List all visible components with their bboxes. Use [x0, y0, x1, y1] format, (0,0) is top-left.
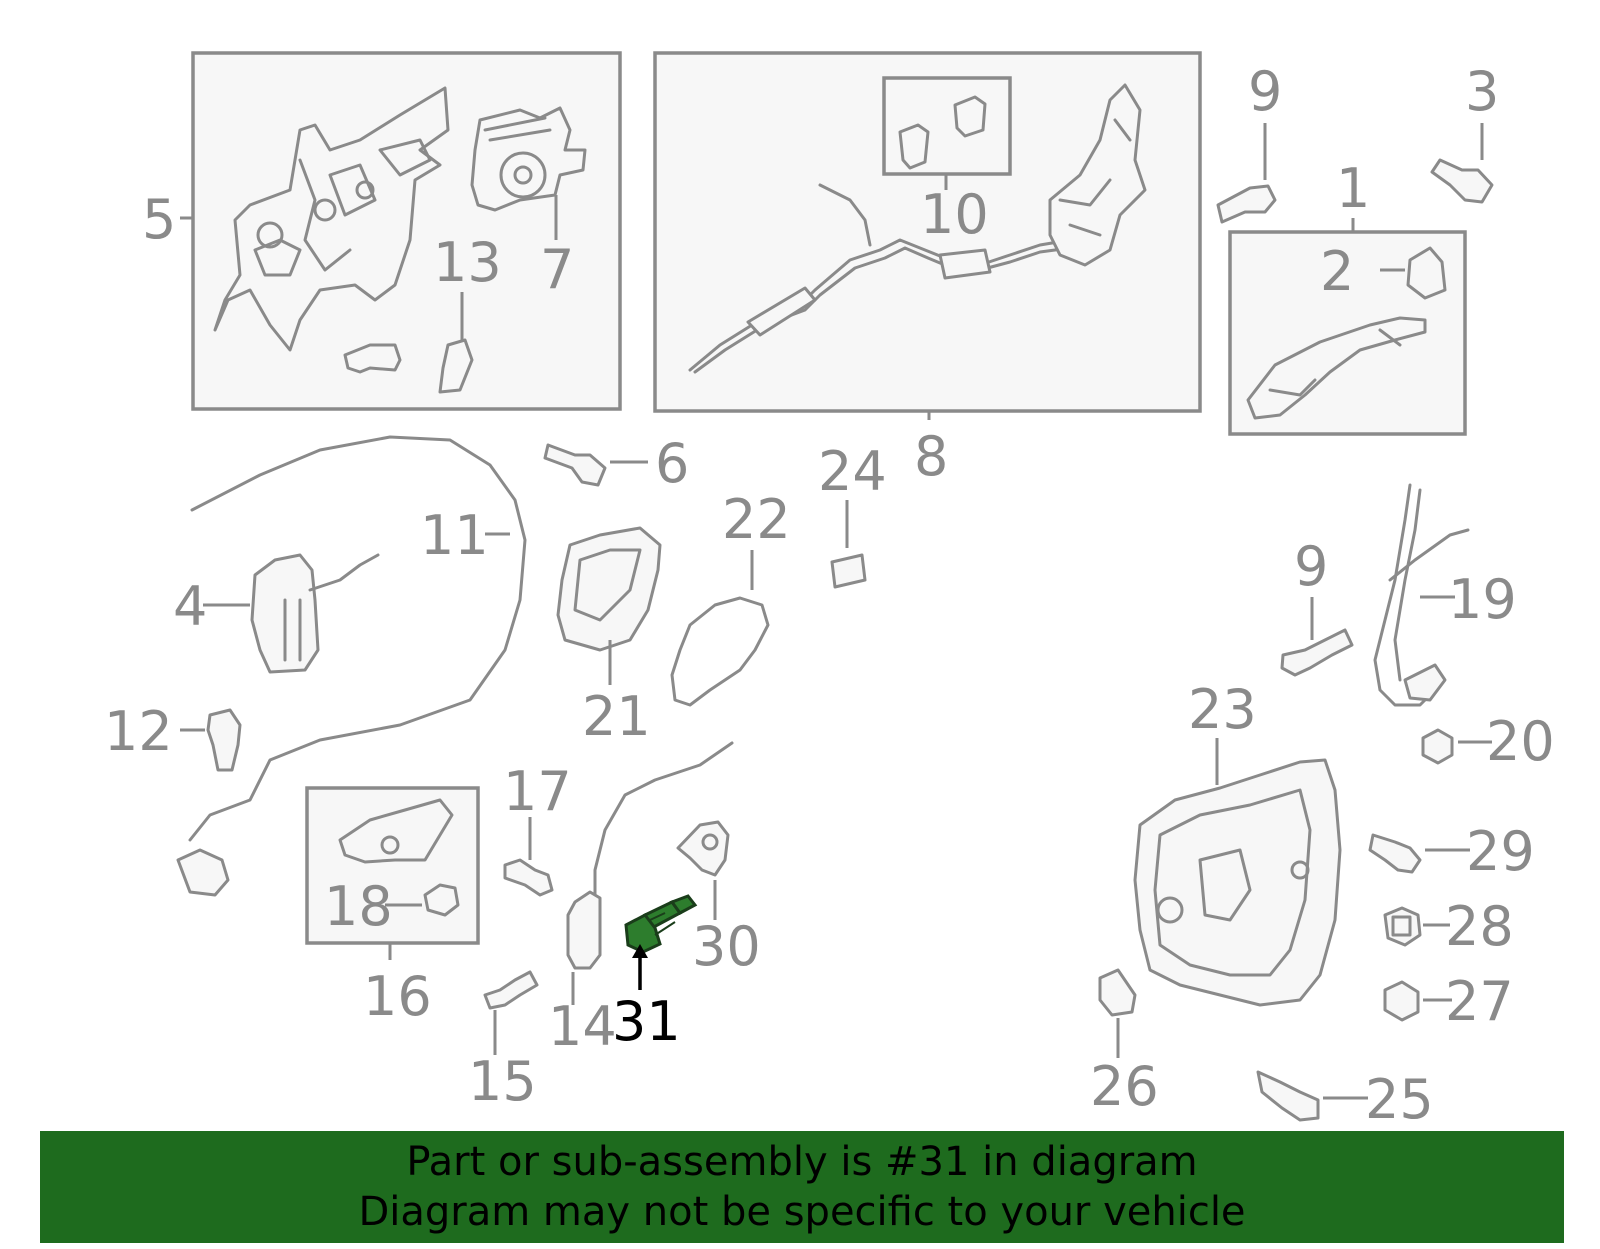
- label-8: 8: [914, 425, 948, 488]
- label-1: 1: [1336, 157, 1370, 220]
- pad-24: [830, 553, 867, 589]
- nut-20: [1421, 728, 1454, 765]
- bracket-21: [556, 526, 662, 652]
- label-10: 10: [920, 183, 989, 246]
- label-24: 24: [818, 440, 887, 503]
- bolt-6: [543, 443, 607, 487]
- bolt-9-right: [1280, 628, 1354, 677]
- label-28: 28: [1445, 895, 1514, 958]
- label-26: 26: [1090, 1055, 1159, 1118]
- cable-14: [593, 741, 734, 897]
- label-25: 25: [1365, 1068, 1434, 1131]
- label-20: 20: [1486, 710, 1555, 773]
- bolt-12: [206, 708, 242, 772]
- rod-19: [1373, 483, 1437, 707]
- outside-handle-box: [1228, 230, 1467, 436]
- bolt-9-top: [1216, 184, 1277, 224]
- banner-line-1: Part or sub-assembly is #31 in diagram: [406, 1139, 1198, 1185]
- screw-25: [1256, 1070, 1320, 1122]
- sub-assembly-16-box: [305, 786, 480, 945]
- part-labels: 5 7 13 10 8 9 3 1 2 6 11 4 12 21 22 24 9…: [104, 60, 1555, 1131]
- label-18: 18: [324, 875, 393, 938]
- label-29: 29: [1466, 820, 1535, 883]
- latch-assembly-box: [191, 51, 622, 411]
- push-pin-29: [1368, 833, 1422, 874]
- bolt-3: [1430, 158, 1494, 204]
- bracket-30: [676, 820, 730, 877]
- cable-assembly-box: [653, 51, 1202, 413]
- label-3: 3: [1465, 60, 1499, 123]
- label-22: 22: [722, 488, 791, 551]
- nut-27: [1383, 980, 1420, 1022]
- label-23: 23: [1188, 678, 1257, 741]
- label-5: 5: [142, 188, 176, 251]
- label-15: 15: [468, 1050, 537, 1113]
- label-31-highlighted: 31: [612, 990, 681, 1053]
- highlighted-part-31: [624, 894, 698, 954]
- gasket-22: [670, 596, 770, 707]
- label-11: 11: [420, 504, 489, 567]
- label-19: 19: [1448, 568, 1517, 631]
- banner-line-2: Diagram may not be specific to your vehi…: [358, 1189, 1246, 1235]
- bolt-15: [483, 970, 539, 1010]
- label-21: 21: [582, 685, 651, 748]
- label-2: 2: [1320, 240, 1354, 303]
- bolt-17: [503, 858, 554, 897]
- label-30: 30: [692, 915, 761, 978]
- grommet-28: [1383, 906, 1422, 947]
- cable-11: [188, 435, 527, 842]
- label-13: 13: [433, 231, 502, 294]
- label-9-top: 9: [1248, 60, 1282, 123]
- label-4: 4: [173, 575, 207, 638]
- carrier-panel-23: [1133, 758, 1342, 1007]
- label-16: 16: [363, 965, 432, 1028]
- label-12: 12: [104, 700, 173, 763]
- leader-lines: [180, 123, 1492, 1100]
- label-14: 14: [548, 995, 617, 1058]
- label-6: 6: [655, 432, 689, 495]
- label-9-right: 9: [1294, 535, 1328, 598]
- clip-26: [1098, 968, 1137, 1017]
- label-17: 17: [503, 760, 572, 823]
- info-banner: Part or sub-assembly is #31 in diagram D…: [40, 1131, 1564, 1243]
- label-7: 7: [540, 238, 574, 301]
- label-27: 27: [1445, 970, 1514, 1033]
